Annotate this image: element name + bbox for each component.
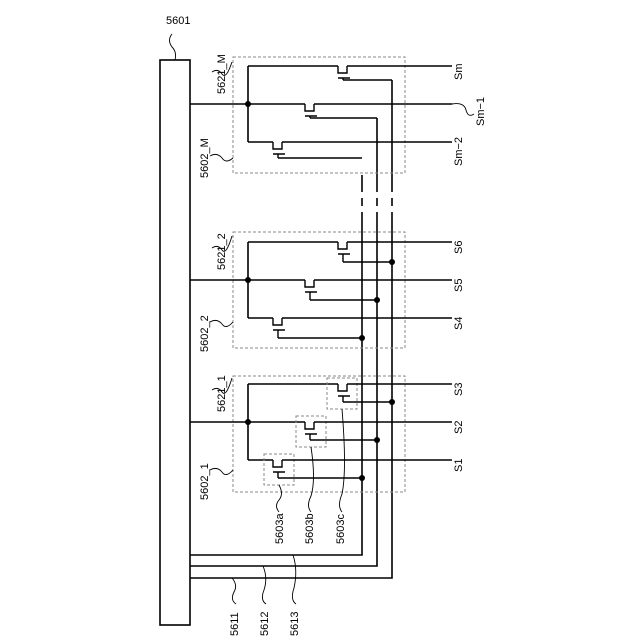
- tft-5603c: [338, 384, 452, 402]
- wiring-bus: [190, 80, 392, 578]
- tft-5603c-boundary: [327, 378, 357, 409]
- signal-S6-label: S6: [453, 241, 465, 254]
- signal-S2-label: S2: [453, 421, 465, 434]
- switch-group-5602-1: [190, 376, 452, 492]
- signal-S5-label: S5: [453, 279, 465, 292]
- tft-5603b-boundary: [296, 416, 326, 447]
- switch-group-boundary: [233, 376, 405, 492]
- driver-circuit-block: [160, 60, 190, 625]
- wire-5612-label: 5612: [259, 612, 271, 636]
- switch-group-5602-1-label: 5602_1: [199, 463, 211, 500]
- tft-5603a-boundary: [264, 454, 294, 485]
- switch-group-5602-M-label: 5602_M: [199, 138, 211, 178]
- wire-5611-leader: [232, 578, 236, 604]
- line-5621-2-label: 5621_2: [216, 233, 228, 270]
- tft-5603b: [305, 422, 452, 440]
- wire-5613-leader: [292, 555, 296, 604]
- switch-group-boundary: [233, 57, 405, 173]
- signal-Sm-2-label: Sm−2: [453, 137, 465, 166]
- signal-S3-label: S3: [453, 383, 465, 396]
- switch-group-5602-M: [190, 57, 452, 173]
- signal-Sm-1-label: Sm−1: [475, 97, 487, 126]
- signal-S4-label: S4: [453, 317, 465, 330]
- tft-5603a-label: 5603a: [274, 513, 286, 544]
- driver-label-leader: [170, 34, 176, 60]
- wire-5613-label: 5613: [289, 612, 301, 636]
- switch-group-5602-2-label: 5602_2: [199, 315, 211, 352]
- wire-5612-leader: [262, 566, 266, 604]
- signal-S1-label: S1: [453, 459, 465, 472]
- line-5621-1-label: 5621_1: [216, 375, 228, 412]
- tft-5603b-label: 5603b: [304, 513, 316, 544]
- line-5621-M-label: 5621_M: [216, 54, 228, 94]
- wire-5611-label: 5611: [229, 612, 241, 636]
- signal-Sm-label: Sm: [453, 64, 465, 81]
- tft-5603c-label: 5603c: [335, 514, 347, 544]
- driver-label: 5601: [166, 15, 190, 27]
- switch-group-boundary: [233, 232, 405, 348]
- switch-group-5602-2: [190, 232, 452, 348]
